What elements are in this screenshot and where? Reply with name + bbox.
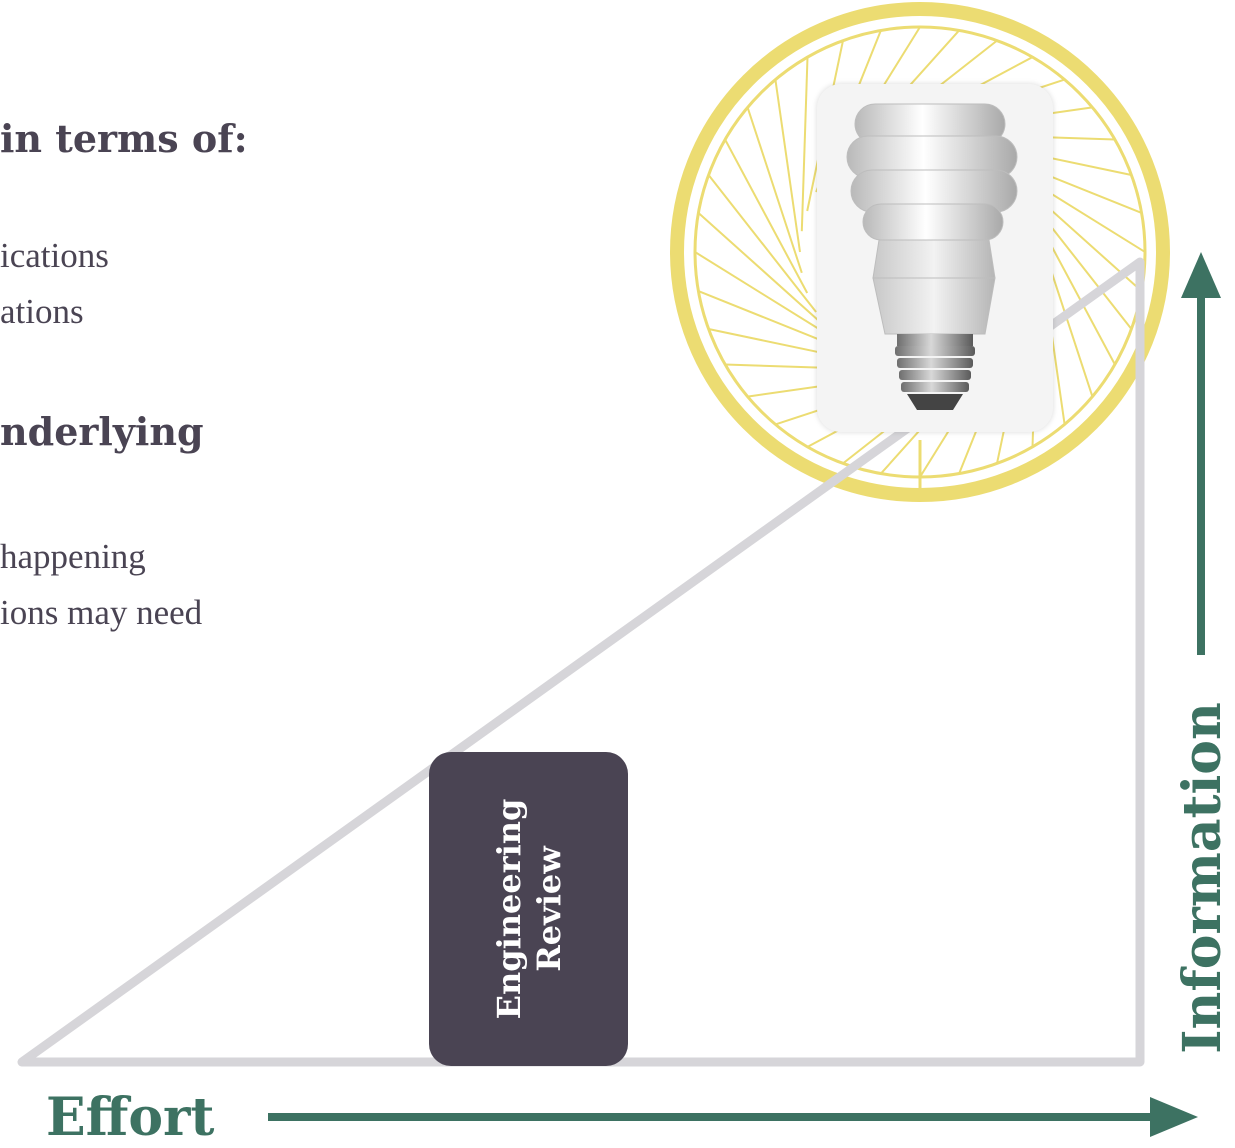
bullet-text: happening: [0, 537, 146, 576]
light-bulb-card: [817, 84, 1053, 432]
section-heading: in terms of:: [0, 116, 248, 161]
wheel-spoke: [774, 79, 801, 253]
effort-axis-label: Effort: [46, 1087, 215, 1148]
wheel-spoke: [746, 107, 803, 274]
section-heading: nderlying: [0, 409, 204, 454]
light-bulb-icon: [846, 103, 1018, 410]
engineering-review-box: Engineering Review: [429, 752, 628, 1066]
wheel-spoke: [724, 139, 809, 294]
information-axis-label: Information: [1172, 702, 1233, 1054]
wheel-spoke: [697, 212, 829, 330]
wheel-spoke: [800, 57, 809, 232]
effort-arrow: [268, 1097, 1198, 1137]
engineering-review-label: Engineering Review: [489, 798, 568, 1020]
wheel-spoke: [707, 174, 817, 313]
bullet-text: ions may need: [0, 593, 203, 632]
bullet-text: ations: [0, 292, 84, 331]
bullet-text: ications: [0, 236, 109, 275]
information-arrow: [1181, 252, 1221, 655]
